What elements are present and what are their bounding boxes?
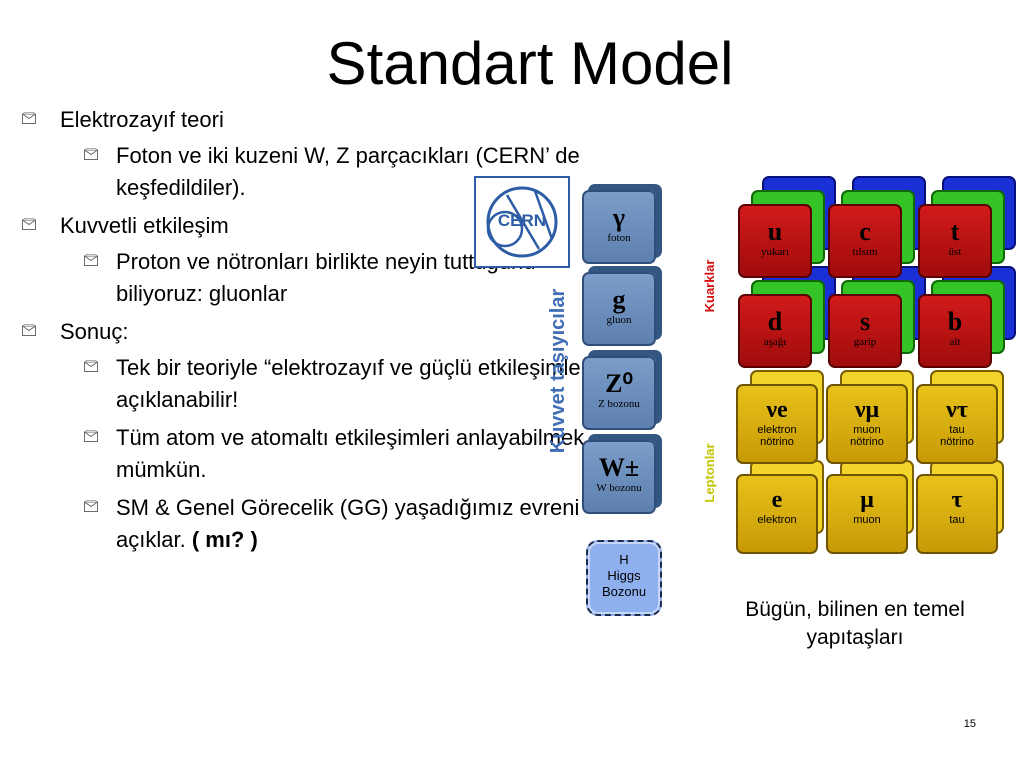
lepton-name: muon <box>853 514 881 526</box>
lepton-name: elektron <box>757 514 797 526</box>
lepton-name: tau <box>949 424 965 436</box>
lepton-name: muon <box>853 424 881 436</box>
lepton-name-2: nötrino <box>940 436 974 448</box>
lepton-tau: τ tau <box>916 474 998 554</box>
slide-title: Standart Model <box>326 30 734 97</box>
lepton-name-2: nötrino <box>760 436 794 448</box>
quark-name: alt <box>949 336 961 348</box>
label-leptonlar: Leptonlar <box>702 443 717 503</box>
quark-name: üst <box>948 246 962 258</box>
boson-name: gluon <box>606 314 632 326</box>
lepton-name: elektron <box>757 424 797 436</box>
bullet-sonuc: Sonuç: <box>18 316 598 348</box>
lepton-electron: e elektron <box>736 474 818 554</box>
bullet-icon <box>22 218 36 230</box>
bullet-icon <box>22 324 36 336</box>
bullet-text: Kuvvetli etkileşim <box>60 213 229 238</box>
cern-logo-text: CERN <box>498 211 546 230</box>
higgs-label: Bozonu <box>601 584 647 599</box>
subbullet-atom: Tüm atom ve atomaltı etkileşimleri anlay… <box>18 422 598 486</box>
lepton-name-2: nötrino <box>850 436 884 448</box>
boson-foton: γ foton <box>582 190 656 264</box>
quark-down: d aşağı <box>738 294 812 368</box>
boson-symbol: g <box>612 285 626 314</box>
bullet-icon <box>84 148 98 160</box>
boson-symbol: γ <box>612 203 626 232</box>
quark-name: aşağı <box>763 336 787 348</box>
quark-name: garip <box>853 336 877 348</box>
subbullet-proton: Proton ve nötronları birlikte neyin tutt… <box>18 246 598 310</box>
lepton-symbol: ντ <box>946 397 968 423</box>
bullet-text: SM & Genel Görecelik (GG) yaşadığımız ev… <box>116 495 580 552</box>
subbullet-sm-gg: SM & Genel Görecelik (GG) yaşadığımız ev… <box>18 492 598 556</box>
higgs-symbol: H <box>619 552 629 567</box>
bullet-icon <box>84 500 98 512</box>
label-kuvvet-tasiyicilar: Kuvvet taşıyıcılar <box>547 288 569 454</box>
lepton-muon-neutrino: νμ muon nötrino <box>826 384 908 464</box>
lepton-symbol: μ <box>860 487 874 513</box>
quark-top: t üst <box>918 204 992 278</box>
bullet-icon <box>84 430 98 442</box>
quark-symbol: b <box>947 307 963 336</box>
diagram-caption: Bügün, bilinen en temel yapıtaşları <box>745 598 965 649</box>
lepton-symbol: e <box>771 487 783 513</box>
bullet-text: Proton ve nötronları birlikte neyin tutt… <box>116 249 536 306</box>
boson-name: W bozonu <box>596 482 642 494</box>
quark-symbol: u <box>767 217 783 246</box>
lepton-name: tau <box>949 514 965 526</box>
bullet-kuvvetli: Kuvvetli etkileşim <box>18 210 598 242</box>
quark-charm: c tılsım <box>828 204 902 278</box>
cern-logo: CERN <box>474 176 570 268</box>
bullet-text: Sonuç: <box>60 319 129 344</box>
bullet-icon <box>22 112 36 124</box>
boson-symbol: W± <box>598 453 640 482</box>
lepton-tau-neutrino: ντ tau nötrino <box>916 384 998 464</box>
quark-name: yukarı <box>760 246 790 258</box>
bullet-text: Tek bir teoriyle “elektrozayıf ve güçlü … <box>116 355 596 412</box>
lepton-symbol: νe <box>766 397 788 423</box>
subbullet-foton: Foton ve iki kuzeni W, Z parçacıkları (C… <box>18 140 598 204</box>
subbullet-tek-teori: Tek bir teoriyle “elektrozayıf ve güçlü … <box>18 352 598 416</box>
lepton-symbol: νμ <box>854 397 880 423</box>
quark-symbol: t <box>950 217 960 246</box>
boson-gluon: g gluon <box>582 272 656 346</box>
quark-up: u yukarı <box>738 204 812 278</box>
page-number: 15 <box>963 718 976 730</box>
boson-name: Z bozonu <box>598 398 640 410</box>
bullet-list: Elektrozayıf teori Foton ve iki kuzeni W… <box>18 104 598 562</box>
bullet-text: Tüm atom ve atomaltı etkileşimleri anlay… <box>116 425 585 482</box>
lepton-electron-neutrino: νe elektron nötrino <box>736 384 818 464</box>
boson-symbol: Z⁰ <box>605 369 633 398</box>
lepton-muon: μ muon <box>826 474 908 554</box>
lepton-symbol: τ <box>951 487 963 513</box>
higgs-boson: H Higgs Bozonu <box>586 540 662 616</box>
cern-logo-icon: CERN <box>486 186 558 258</box>
quark-symbol: d <box>767 307 783 336</box>
boson-z: Z⁰ Z bozonu <box>582 356 656 430</box>
quark-symbol: c <box>859 217 871 246</box>
higgs-name: Higgs <box>607 568 641 583</box>
quark-symbol: s <box>859 307 871 336</box>
bullet-icon <box>84 254 98 266</box>
label-kuarklar: Kuarklar <box>702 259 717 313</box>
boson-w: W± W bozonu <box>582 440 656 514</box>
quark-strange: s garip <box>828 294 902 368</box>
quark-bottom: b alt <box>918 294 992 368</box>
bullet-icon <box>84 360 98 372</box>
bullet-elektrozayif: Elektrozayıf teori <box>18 104 598 136</box>
boson-name: foton <box>607 232 631 244</box>
bullet-text: Elektrozayıf teori <box>60 107 224 132</box>
quark-name: tılsım <box>852 246 878 258</box>
bullet-text: Foton ve iki kuzeni W, Z parçacıkları (C… <box>116 143 580 200</box>
bullet-emphasis: ( mı? ) <box>191 527 258 552</box>
